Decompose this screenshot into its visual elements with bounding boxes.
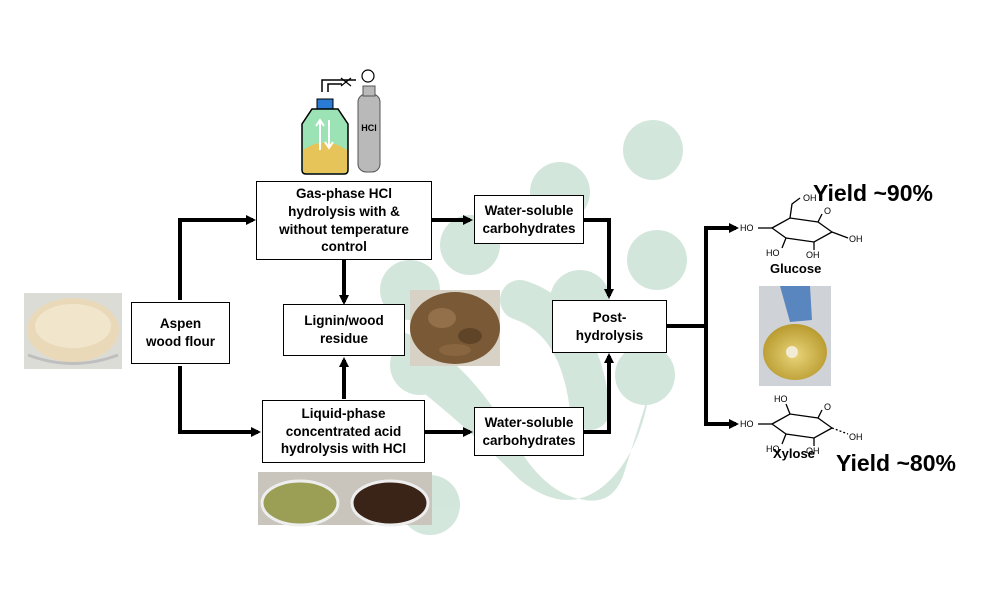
arrow-to-xylose bbox=[704, 326, 739, 429]
hcl-cylinder-label: HCl bbox=[361, 123, 377, 133]
glucose-labels: OH O OH HO HO OH bbox=[740, 193, 863, 260]
post-hydrolysis-box: Post- hydrolysis bbox=[552, 300, 667, 353]
glucose-structure bbox=[758, 197, 849, 250]
svg-text:O: O bbox=[824, 402, 831, 412]
xylose-yield: Yield ~80% bbox=[836, 450, 956, 476]
svg-text:HO: HO bbox=[774, 394, 788, 404]
glucose-flask-photo bbox=[759, 286, 831, 386]
flow-arrows bbox=[178, 215, 739, 437]
liquid-phase-jars-photo bbox=[258, 472, 432, 527]
gas-hcl-apparatus-illustration: HCl bbox=[301, 69, 381, 175]
svg-text:HO: HO bbox=[766, 248, 780, 258]
arrow-aspen-to-gas bbox=[178, 215, 256, 300]
liquid-phase-hydrolysis-box: Liquid-phase concentrated acid hydrolysi… bbox=[262, 400, 425, 463]
svg-text:OH: OH bbox=[849, 234, 863, 244]
wood-chips-photo bbox=[410, 290, 500, 366]
gas-phase-hydrolysis-box: Gas-phase HCl hydrolysis with & without … bbox=[256, 181, 432, 260]
svg-text:HO: HO bbox=[766, 444, 780, 454]
svg-text:OH: OH bbox=[806, 446, 820, 456]
wood-flour-photo bbox=[24, 293, 122, 369]
xylose-structure bbox=[758, 403, 849, 446]
water-soluble-carbohydrates-top-box: Water-soluble carbohydrates bbox=[474, 195, 584, 244]
svg-text:HO: HO bbox=[740, 223, 754, 233]
glucose-name: Glucose bbox=[770, 261, 822, 276]
aspen-wood-flour-box: Aspen wood flour bbox=[131, 302, 230, 364]
svg-text:OH: OH bbox=[803, 193, 817, 203]
arrow-wsc-top-to-post bbox=[584, 218, 614, 299]
water-soluble-carbohydrates-bottom-box: Water-soluble carbohydrates bbox=[474, 407, 584, 456]
lignin-residue-box: Lignin/wood residue bbox=[283, 304, 405, 356]
arrow-aspen-to-liquid bbox=[178, 366, 261, 437]
svg-text:OH: OH bbox=[806, 250, 820, 260]
xylose-name: Xylose bbox=[773, 446, 815, 461]
svg-text:O: O bbox=[824, 206, 831, 216]
glucose-yield: Yield ~90% bbox=[813, 180, 933, 206]
svg-text:OH: OH bbox=[849, 432, 863, 442]
arrow-wsc-bottom-to-post bbox=[584, 353, 614, 434]
arrow-to-glucose bbox=[704, 223, 739, 326]
svg-text:HO: HO bbox=[740, 419, 754, 429]
xylose-labels: HO O OH HO HO OH bbox=[740, 394, 863, 456]
